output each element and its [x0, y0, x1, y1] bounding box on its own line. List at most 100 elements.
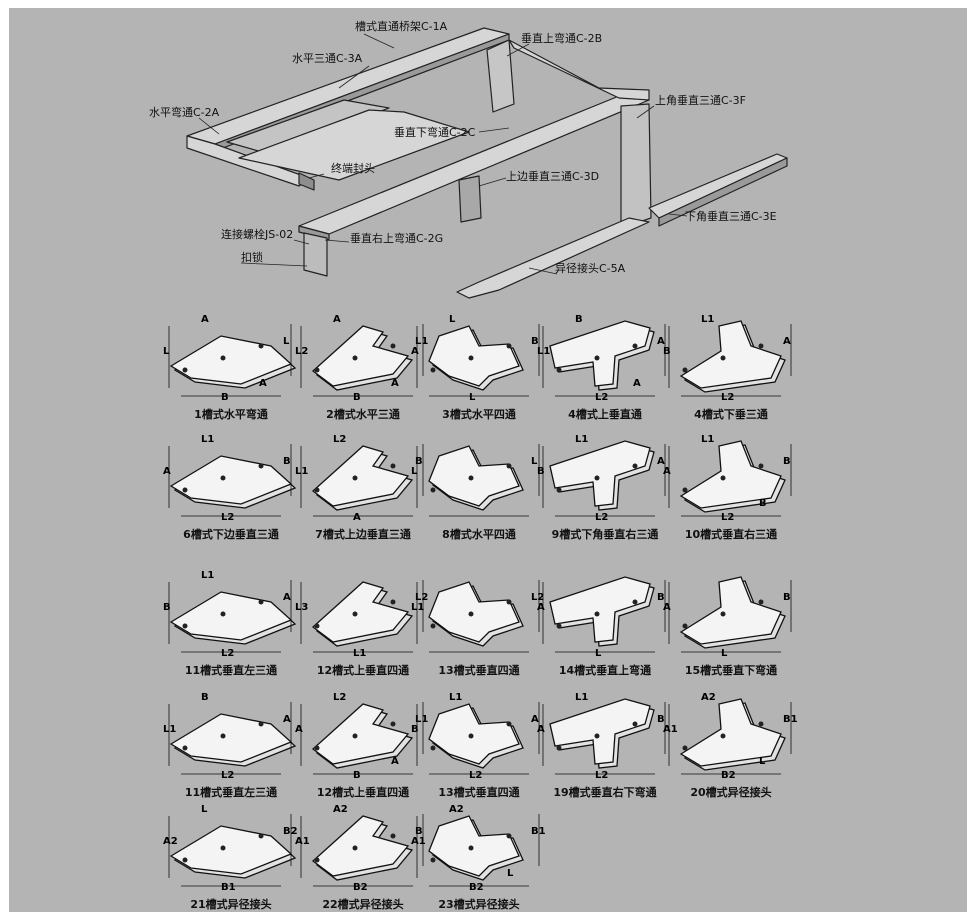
dimension-label: A1	[295, 836, 310, 847]
dimension-lines	[300, 702, 424, 775]
fitting-outline-shape	[428, 581, 520, 643]
fitting-caption: 4槽式下垂三通	[694, 408, 768, 421]
dimension-label: L	[595, 648, 602, 659]
dimension-label: B	[283, 456, 291, 467]
dimension-label: B1	[531, 826, 546, 837]
dimension-label: A	[633, 378, 641, 389]
bolt-hole	[758, 343, 764, 349]
dimension-lines	[416, 580, 540, 653]
bolt-hole	[390, 721, 396, 727]
fitting-drawing-23	[416, 814, 540, 887]
fitting-outline-shape	[311, 703, 410, 765]
bolt-hole	[506, 721, 512, 727]
dimension-label: B2	[283, 826, 298, 837]
dimension-label: A	[283, 592, 291, 603]
dimension-label: A2	[701, 692, 716, 703]
dimension-label: A	[537, 602, 545, 613]
fitting-outline-shape	[428, 815, 520, 877]
dimension-label: L1	[575, 434, 589, 445]
fitting-drawing-12	[300, 580, 424, 653]
fitting-caption: 2槽式水平三通	[326, 408, 400, 421]
dimension-label: A	[201, 314, 209, 325]
bolt-hole	[720, 475, 726, 481]
fitting-caption: 14槽式垂直上弯通	[558, 664, 652, 677]
bolt-hole	[720, 355, 726, 361]
assembly-label-c3e: 下角垂直三通C-3E	[685, 210, 777, 223]
bolt-hole	[258, 343, 264, 349]
dimension-label: L	[449, 314, 456, 325]
fitting-outline-shape	[679, 698, 782, 767]
dimension-label: A	[391, 378, 399, 389]
dimension-lines	[668, 580, 792, 653]
bolt-hole	[352, 845, 358, 851]
dimension-lines	[300, 324, 424, 397]
dimension-label: L	[469, 392, 476, 403]
bolt-hole	[258, 833, 264, 839]
dimension-label: L2	[333, 434, 347, 445]
dimension-lines	[416, 324, 540, 397]
dimension-label: L2	[595, 770, 609, 781]
dimension-label: L1	[415, 714, 429, 725]
dimension-label: A1	[411, 836, 426, 847]
bolt-hole	[594, 355, 600, 361]
dimension-lines	[168, 444, 292, 517]
bolt-hole	[258, 599, 264, 605]
dimension-label: L3	[295, 602, 309, 613]
dimension-label: B	[201, 692, 209, 703]
bolt-hole	[430, 745, 436, 751]
dimension-label: L1	[701, 314, 715, 325]
fitting-drawing-10	[668, 440, 792, 517]
fitting-drawing-8	[416, 444, 540, 517]
fitting-outline-shape	[311, 815, 410, 877]
fitting-caption: 11槽式垂直左三通	[184, 786, 278, 799]
assembly-label-c3a: 水平三通C-3A	[292, 52, 363, 65]
fitting-caption: 22槽式异径接头	[322, 898, 404, 911]
dimension-label: L2	[469, 770, 483, 781]
fitting-caption: 19槽式垂直右下弯通	[553, 786, 657, 799]
dimension-label: L1	[701, 434, 715, 445]
assembly-label-c1a: 槽式直通桥架C-1A	[355, 20, 448, 33]
fitting-drawing-14	[542, 576, 666, 653]
dimension-label: B	[783, 456, 791, 467]
bolt-hole	[682, 487, 688, 493]
bolt-hole	[758, 599, 764, 605]
bolt-hole	[594, 475, 600, 481]
fitting-caption: 6槽式下边垂直三通	[183, 528, 279, 541]
bolt-hole	[720, 611, 726, 617]
dimension-lines	[542, 702, 666, 775]
dimension-label: L	[411, 466, 418, 477]
bolt-hole	[390, 833, 396, 839]
bolt-hole	[220, 355, 226, 361]
dimension-label: B	[657, 714, 665, 725]
dimension-label: B1	[783, 714, 798, 725]
bolt-hole	[352, 733, 358, 739]
bolt-hole	[682, 367, 688, 373]
bolt-hole	[506, 833, 512, 839]
assembly-label-c5a: 异径接头C-5A	[555, 262, 626, 275]
dimension-label: A	[283, 714, 291, 725]
assembly-drawing	[186, 27, 788, 299]
dimension-label: A	[333, 314, 341, 325]
assembly-label-end-cap: 终端封头	[331, 162, 375, 175]
bolt-hole	[632, 721, 638, 727]
bolt-hole	[758, 721, 764, 727]
fitting-drawing-3	[416, 324, 540, 397]
bolt-hole	[390, 599, 396, 605]
dimension-label: L	[507, 868, 514, 879]
bolt-hole	[182, 857, 188, 863]
dimension-label: A	[783, 336, 791, 347]
bolt-hole	[468, 733, 474, 739]
dimension-label: L2	[721, 392, 735, 403]
assembly-label-c3d: 上边垂直三通C-3D	[506, 170, 600, 183]
fitting-outline-shape	[549, 320, 651, 387]
fitting-drawing-1	[168, 324, 297, 397]
dimension-label: L2	[721, 512, 735, 523]
bolt-hole	[182, 487, 188, 493]
dimension-label: A	[663, 466, 671, 477]
fitting-outline-shape	[428, 325, 520, 387]
dimension-label: L	[283, 336, 290, 347]
fitting-drawing-4	[542, 320, 666, 397]
bolt-hole	[314, 857, 320, 863]
dimension-label: A2	[333, 804, 348, 815]
dimension-lines	[668, 444, 792, 517]
